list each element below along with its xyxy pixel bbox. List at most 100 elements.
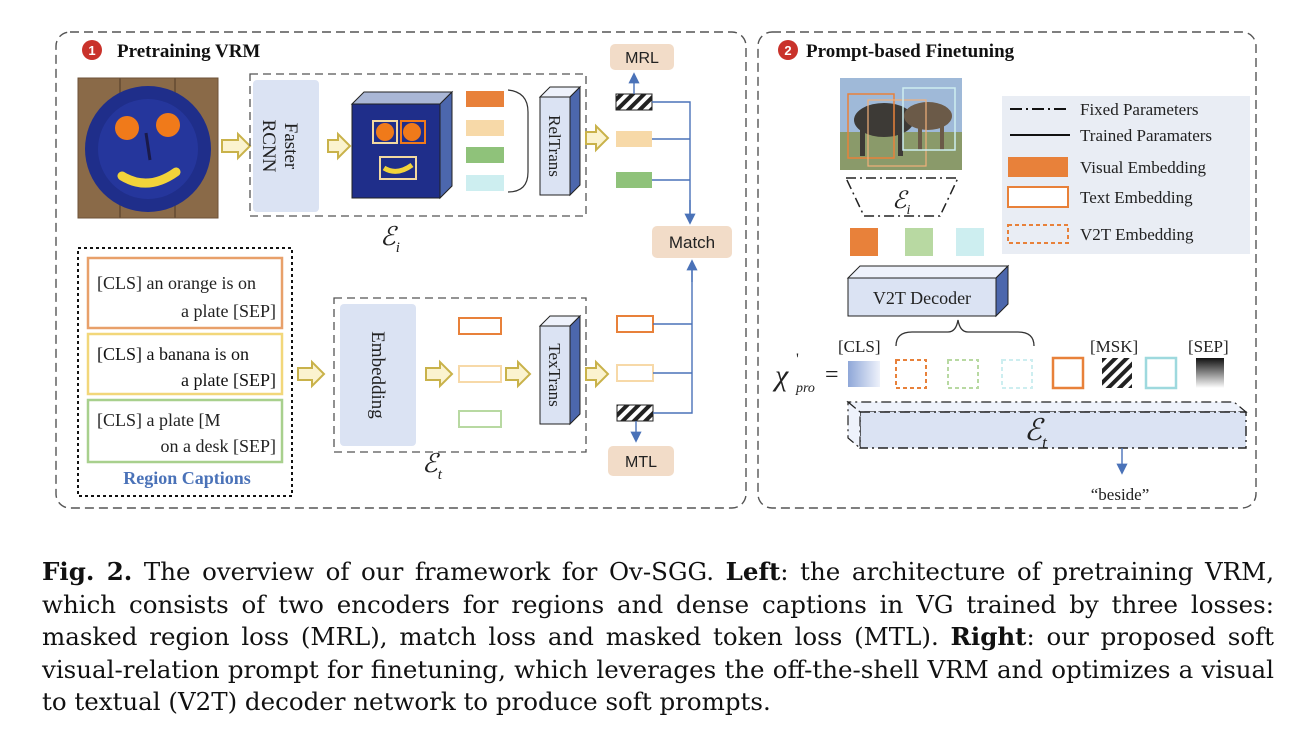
caption-3: [CLS] a plate [M on a desk [SEP] (86, 398, 284, 464)
cow-image (840, 78, 962, 170)
feature-map-block (350, 90, 454, 200)
legend-visual-swatch (1008, 157, 1068, 177)
text-embed-token (1051, 356, 1085, 390)
legend: Fixed Parameters Trained Paramaters Visu… (1002, 96, 1250, 254)
gold-arrow-4 (297, 359, 326, 389)
mrl-box (610, 44, 674, 70)
left-panel-border (55, 31, 747, 509)
gold-arrow-7 (585, 359, 610, 389)
right-panel-title: Prompt-based Finetuning (806, 41, 1015, 62)
text-embed-orange (458, 317, 502, 335)
encoder-t-label: ℰt (422, 449, 443, 483)
text-out-orange (616, 315, 654, 333)
match-box (652, 226, 732, 258)
region-embed-orange (466, 91, 504, 107)
gold-arrow-2 (327, 131, 352, 161)
caption-2-line2: a plate [SEP] (181, 370, 276, 390)
gold-arrow-3 (585, 123, 610, 153)
caption-2: [CLS] a banana is on a plate [SEP] (86, 332, 284, 396)
region-captions-box (77, 247, 293, 497)
mtl-box (608, 446, 674, 476)
legend-visual-label: Visual Embedding (1080, 158, 1206, 177)
masked-region-out (615, 93, 653, 111)
caption-3-line2: on a desk [SEP] (161, 436, 277, 456)
caption-2-line1: [CLS] a banana is on (97, 344, 249, 364)
right-encoder-i-label: ℰi (892, 188, 911, 218)
textrans-block: TexTrans (538, 314, 582, 426)
region-embed-yellow (466, 120, 504, 136)
v2t-embed-3 (1001, 359, 1033, 389)
legend-text-label: Text Embedding (1080, 188, 1193, 207)
right-text-encoder: ℰt (846, 400, 1248, 452)
legend-fixed-label: Fixed Parameters (1080, 100, 1199, 119)
caption-1: [CLS] an orange is on a plate [SEP] (86, 256, 284, 330)
encoder-i-label: ℰi (380, 222, 400, 256)
right-encoder-i-shape (844, 177, 960, 217)
prompt-symbol-sub: pro (795, 381, 815, 396)
textrans-label: TexTrans (545, 343, 564, 406)
faster-rcnn-label: FasterRCNN (258, 120, 301, 173)
mtl-label: MTL (625, 454, 657, 471)
region-embed-bracket (507, 89, 529, 193)
reltrans-label: RelTrans (545, 115, 564, 177)
right-encoder-t-label: ℰt (1024, 414, 1048, 452)
legend-text-swatch (1007, 186, 1069, 208)
v2t-embed-2 (947, 359, 979, 389)
visual-embed-orange (850, 228, 878, 256)
caption-intro: The overview of our framework for Ov-SGG… (143, 557, 715, 586)
gold-arrow-6 (505, 359, 532, 389)
caption-right-text: : our proposed soft visual-relation prom… (42, 622, 1274, 716)
legend-trained-label: Trained Paramaters (1080, 126, 1212, 145)
region-out-green (616, 172, 652, 188)
prompt-equals: = (825, 362, 839, 388)
prompt-symbol: χ (772, 359, 789, 392)
text-to-match-lines (653, 262, 693, 414)
caption-left-text: : the architecture of pretraining VRM, w… (42, 557, 1274, 651)
step-1-number: 1 (88, 43, 95, 58)
region-out-yellow (616, 131, 652, 147)
region-captions-title: Region Captions (123, 468, 251, 488)
gold-arrow-1 (221, 131, 252, 161)
v2t-output-brace (895, 319, 1035, 347)
caption-1-line2: a plate [SEP] (181, 301, 276, 321)
right-panel: 2 Prompt-based Finetuning ℰi (757, 31, 1257, 509)
embedding-label: Embedding (367, 331, 388, 419)
step-2-badge (778, 40, 798, 60)
caption-fig-label: Fig. 2. (42, 557, 133, 586)
plate-image (77, 77, 219, 219)
msk-token-label: [MSK] (1090, 337, 1138, 356)
v2t-decoder-label: V2T Decoder (873, 288, 971, 308)
faster-rcnn-block (253, 80, 319, 212)
cls-token-label: [CLS] (838, 337, 881, 356)
step-2-number: 2 (784, 43, 791, 58)
gold-arrow-5 (425, 359, 454, 389)
visual-embed-cyan (956, 228, 984, 256)
region-embed-green (466, 147, 504, 163)
framework-figure: 1 Pretraining VRM FasterRCNN (55, 31, 1257, 509)
text-embed-yellow (458, 365, 502, 383)
masked-token-out (616, 404, 654, 422)
caption-1-line1: [CLS] an orange is on (97, 273, 256, 293)
text-embed-green (458, 410, 502, 428)
reltrans-block: RelTrans (538, 85, 582, 197)
legend-v2t-swatch (1007, 224, 1069, 244)
figure-caption: Fig. 2. The overview of our framework fo… (42, 556, 1274, 719)
left-panel-title: Pretraining VRM (117, 41, 260, 62)
caption-right-label: Right (950, 622, 1027, 651)
left-panel: 1 Pretraining VRM FasterRCNN (55, 31, 747, 509)
right-panel-border (757, 31, 1257, 509)
cls-token-box (848, 361, 880, 387)
v2t-decoder-block: V2T Decoder (846, 264, 1010, 318)
sep-token-label: [SEP] (1188, 337, 1229, 356)
caption-3-line1: [CLS] a plate [M (97, 410, 220, 430)
prompt-symbol-prime: ' (796, 351, 799, 368)
msk-token-box (1102, 358, 1132, 388)
step-1-badge (82, 40, 102, 60)
sep-token-box (1196, 358, 1224, 388)
text-out-yellow (616, 364, 654, 382)
match-label: Match (669, 233, 715, 252)
v2t-embed-1 (895, 359, 927, 389)
embedding-block (340, 304, 416, 446)
region-embed-cyan (466, 175, 504, 191)
mrl-label: MRL (625, 50, 659, 67)
